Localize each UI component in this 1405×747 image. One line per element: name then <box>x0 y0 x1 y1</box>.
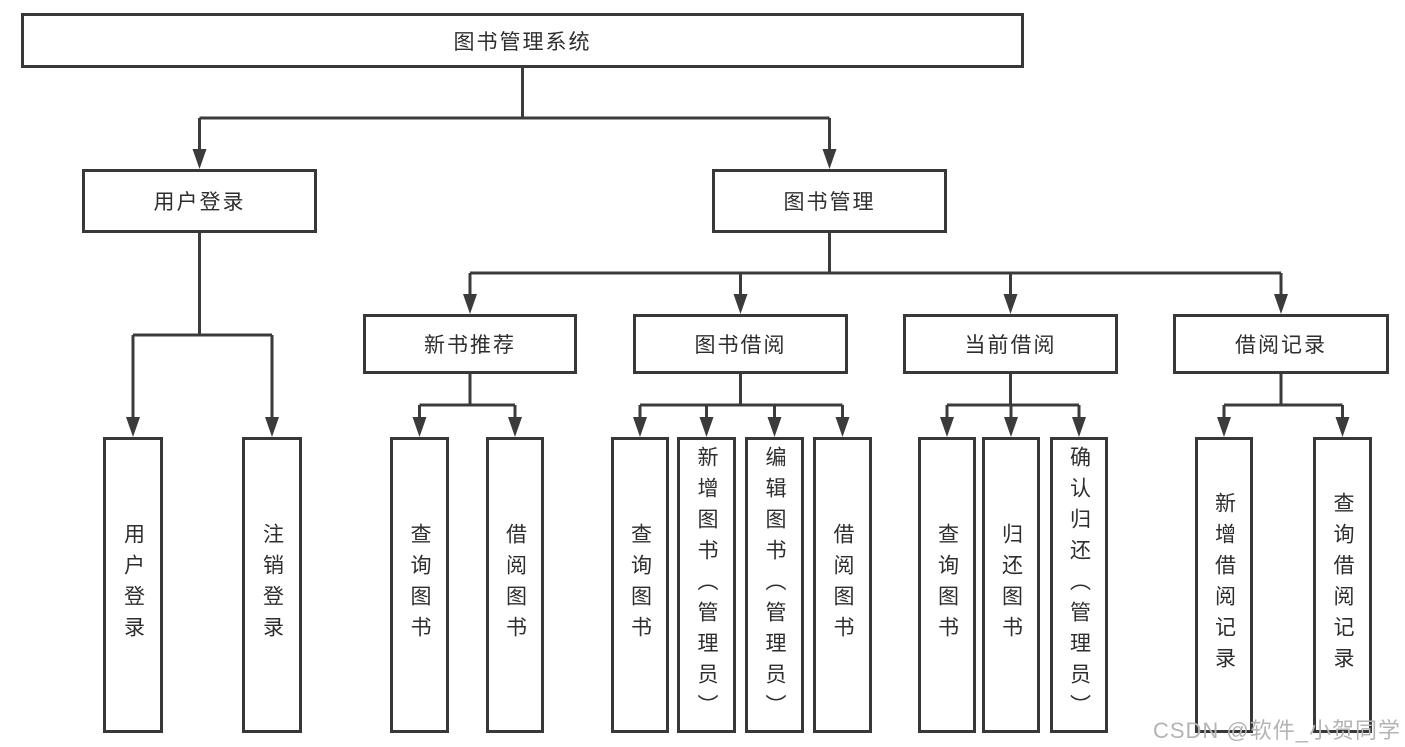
arrow-down-icon <box>1335 417 1350 437</box>
leaf-add-book-admin: 新增图书（管理员） <box>677 437 736 733</box>
leaf-user-login: 用户登录 <box>103 437 163 733</box>
leaf-label: 查询借阅记录 <box>1331 492 1354 678</box>
leaf-label: 用户登录 <box>121 523 145 647</box>
leaf-add-borrow-record: 新增借阅记录 <box>1195 437 1253 733</box>
node-label: 图书借阅 <box>694 334 787 357</box>
leaf-label: 新增借阅记录 <box>1212 492 1236 678</box>
leaf-query-books-current: 查询图书 <box>918 437 976 733</box>
node-book-borrowing: 图书借阅 <box>633 314 848 374</box>
leaf-label: 注销登录 <box>260 523 284 647</box>
connector-bookborrow-to-leaves <box>633 374 850 437</box>
arrow-down-icon <box>633 417 647 437</box>
leaf-label: 查询图书 <box>628 523 652 647</box>
leaf-label: 借阅图书 <box>831 523 854 647</box>
connector-records-to-leaves <box>1217 374 1350 437</box>
connector-bookmgmt-to-level2 <box>463 233 1288 314</box>
leaf-return-books: 归还图书 <box>982 437 1040 733</box>
leaf-query-books-newbooks: 查询图书 <box>390 437 449 733</box>
node-new-book-recommendation: 新书推荐 <box>363 314 577 374</box>
node-label: 新书推荐 <box>424 334 516 357</box>
leaf-confirm-return-admin: 确认归还（管理员） <box>1050 437 1108 733</box>
connector-newbooks-to-leaves <box>412 374 522 437</box>
arrow-down-icon <box>463 294 477 314</box>
node-current-borrowing: 当前借阅 <box>903 314 1118 374</box>
arrow-down-icon <box>1274 294 1288 314</box>
arrow-down-icon <box>1072 417 1086 437</box>
leaf-query-books-borrow: 查询图书 <box>611 437 669 733</box>
leaf-label: 查询图书 <box>935 523 959 647</box>
node-label: 图书管理 <box>783 191 876 214</box>
csdn-watermark: CSDN @软件_小贺同学 <box>1152 718 1401 743</box>
arrow-down-icon <box>412 417 427 437</box>
leaf-edit-book-admin: 编辑图书（管理员） <box>745 437 804 733</box>
arrow-down-icon <box>699 417 714 437</box>
node-label: 当前借阅 <box>964 334 1057 357</box>
connector-root-to-level1 <box>192 68 837 169</box>
node-label: 图书管理系统 <box>453 30 592 54</box>
node-label: 借阅记录 <box>1235 334 1327 357</box>
node-library-system: 图书管理系统 <box>21 13 1024 68</box>
arrow-down-icon <box>126 417 140 437</box>
leaf-query-borrow-record: 查询借阅记录 <box>1313 437 1372 733</box>
arrow-down-icon <box>822 149 837 169</box>
leaf-label: 新增图书（管理员） <box>695 445 718 725</box>
arrow-down-icon <box>508 417 522 437</box>
node-label: 用户登录 <box>153 191 246 214</box>
arrow-down-icon <box>835 417 850 437</box>
node-book-management: 图书管理 <box>712 169 947 233</box>
arrow-down-icon <box>733 294 748 314</box>
leaf-logout: 注销登录 <box>242 437 302 733</box>
leaf-label: 借阅图书 <box>503 523 527 647</box>
arrow-down-icon <box>767 417 782 437</box>
leaf-label: 归还图书 <box>999 523 1023 647</box>
arrow-down-icon <box>1003 294 1018 314</box>
leaf-label: 编辑图书（管理员） <box>763 445 786 725</box>
node-user-login: 用户登录 <box>82 169 317 233</box>
leaf-borrow-books: 借阅图书 <box>813 437 872 733</box>
leaf-label: 确认归还（管理员） <box>1067 445 1091 725</box>
arrow-down-icon <box>265 417 279 437</box>
arrow-down-icon <box>1004 417 1018 437</box>
connector-currentborrow-to-leaves <box>940 374 1086 437</box>
arrow-down-icon <box>940 417 954 437</box>
leaf-borrow-books-newbooks: 借阅图书 <box>486 437 544 733</box>
leaf-label: 查询图书 <box>408 523 431 647</box>
arrow-down-icon <box>1217 417 1231 437</box>
node-borrowing-records: 借阅记录 <box>1173 314 1389 374</box>
connector-userlogin-to-leaves <box>126 233 279 437</box>
arrow-down-icon <box>192 149 207 169</box>
